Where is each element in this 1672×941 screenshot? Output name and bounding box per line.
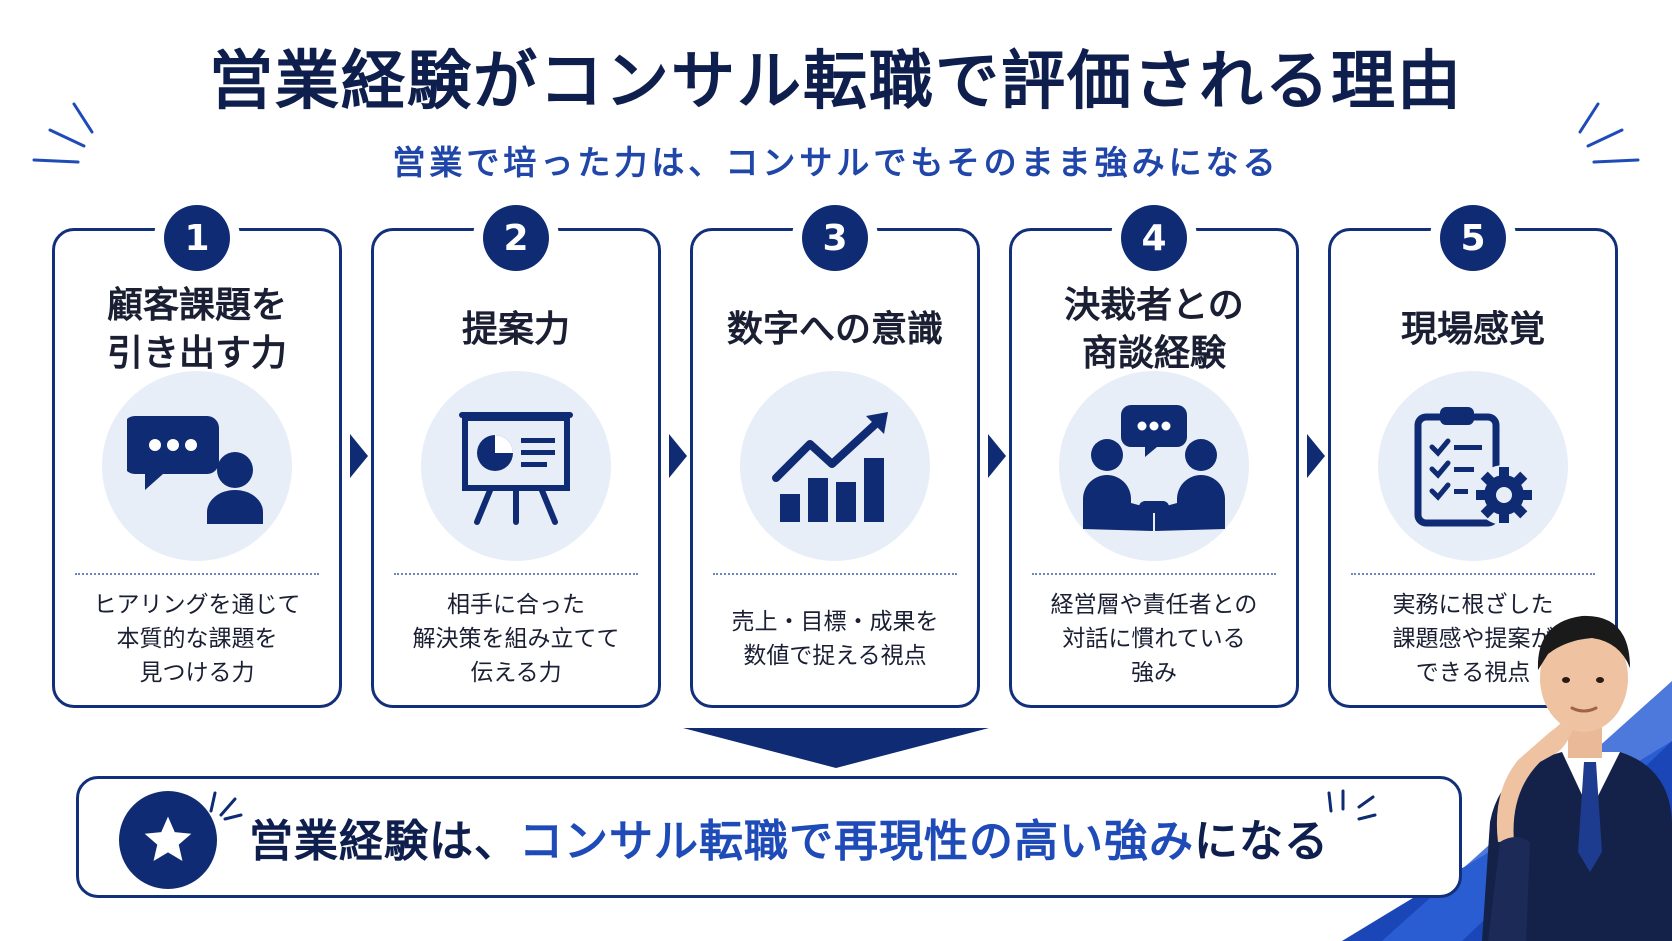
star-sparkle-decoration bbox=[209, 791, 243, 821]
summary-sparkle-decoration bbox=[1327, 789, 1377, 821]
flow-arrow-right bbox=[669, 434, 687, 478]
growth-chart-icon bbox=[740, 371, 930, 561]
presentation-board-icon bbox=[421, 371, 611, 561]
page-subtitle: 営業で培った力は、コンサルでもそのまま強みになる bbox=[392, 143, 1280, 182]
card-description: 実務に根ざした課題感や提案ができる視点 bbox=[1392, 592, 1554, 686]
card-description: 売上・目標・成果を数値で捉える視点 bbox=[731, 609, 939, 669]
card-number-badge: 4 bbox=[1121, 205, 1187, 271]
card-divider bbox=[75, 573, 319, 575]
summary-part-2: コンサル転職で bbox=[519, 816, 834, 867]
card-title: 現場感覚 bbox=[1400, 309, 1545, 350]
card-description: ヒアリングを通じて本質的な課題を見つける力 bbox=[93, 592, 301, 686]
summary-text: 営業経験は、コンサル転職で再現性の高い強みになる bbox=[249, 779, 1329, 895]
card-title: 顧客課題を引き出す力 bbox=[106, 285, 287, 374]
card-decision-maker: 4 決裁者との商談経験 経営層や責任者との対話に慣れている強み bbox=[1009, 205, 1299, 708]
chat-bubble-person-icon bbox=[102, 371, 292, 561]
right-burst-decoration bbox=[1578, 102, 1640, 164]
handshake-meeting-icon bbox=[1059, 371, 1249, 561]
summary-part-4: になる bbox=[1194, 816, 1329, 867]
clipboard-gear-icon bbox=[1378, 371, 1568, 561]
left-burst-decoration bbox=[32, 102, 94, 164]
card-description: 相手に合った解決策を組み立てて伝える力 bbox=[412, 592, 620, 686]
summary-part-1: 営業経験は、 bbox=[249, 816, 519, 867]
flow-arrow-right bbox=[350, 434, 368, 478]
card-number-badge: 5 bbox=[1440, 205, 1506, 271]
card-number-badge: 1 bbox=[164, 205, 230, 271]
card-number-badge: 3 bbox=[802, 205, 868, 271]
page-title: 営業経験がコンサル転職で評価される理由 bbox=[209, 45, 1463, 119]
card-numbers-awareness: 3 数字への意識 売上・目標・成果を数値で捉える視点 bbox=[690, 205, 980, 708]
thinking-businessman-illustration bbox=[1482, 615, 1672, 941]
card-description: 経営層や責任者との対話に慣れている強み bbox=[1050, 592, 1258, 686]
card-divider bbox=[1032, 573, 1276, 575]
summary-part-3: 再現性の高い強み bbox=[834, 816, 1194, 867]
card-customer-issues: 1 顧客課題を引き出す力 ヒアリングを通じて本質的な課題を見つける力 bbox=[52, 205, 342, 708]
flow-arrow-down bbox=[683, 728, 989, 768]
card-number-badge: 2 bbox=[483, 205, 549, 271]
card-proposal-skill: 2 提案力 相手に合った解決策を組み立てて伝える力 bbox=[371, 205, 661, 708]
card-title: 提案力 bbox=[461, 309, 570, 350]
card-divider bbox=[394, 573, 638, 575]
star-icon bbox=[119, 791, 217, 889]
card-divider bbox=[713, 573, 957, 575]
card-title: 数字への意識 bbox=[726, 309, 943, 350]
flow-arrow-right bbox=[988, 434, 1006, 478]
summary-banner: 営業経験は、コンサル転職で再現性の高い強みになる bbox=[76, 776, 1462, 898]
flow-arrow-right bbox=[1307, 434, 1325, 478]
card-divider bbox=[1351, 573, 1595, 575]
card-title: 決裁者との商談経験 bbox=[1064, 285, 1244, 374]
